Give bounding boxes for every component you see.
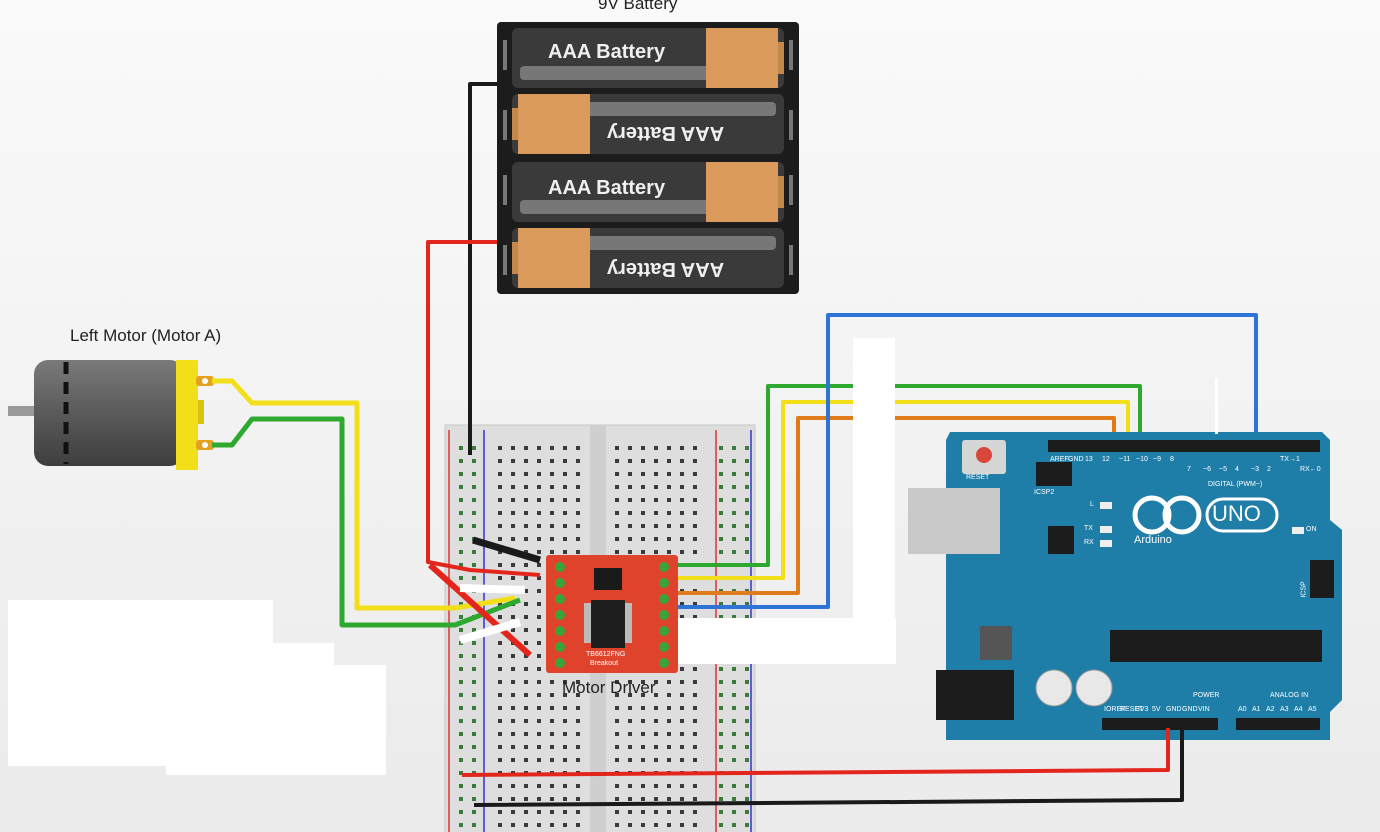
battery-cell-label: AAA Battery (548, 177, 666, 199)
pin-label: TX→1 (1280, 456, 1300, 463)
analog-pin-label: A2 (1266, 706, 1275, 713)
power-label: POWER (1193, 692, 1220, 699)
pin-label: ~10 (1136, 456, 1148, 463)
arduino-uno-board (908, 432, 1342, 740)
power-pin-label: GND (1182, 706, 1198, 713)
pin-label: 8 (1170, 456, 1174, 463)
pin-label: ~11 (1119, 456, 1131, 463)
battery-pack-label: 9V Battery (598, 0, 678, 13)
analog-pin-label: A1 (1252, 706, 1261, 713)
icsp2-label: ICSP2 (1034, 489, 1055, 496)
pin-label: RX←0 (1300, 466, 1321, 473)
analog-pin-label: A0 (1238, 706, 1247, 713)
digital-label: DIGITAL (PWM~) (1208, 481, 1263, 488)
tx-led-label: TX (1084, 525, 1093, 532)
arduino-model: UNO (1212, 501, 1261, 526)
reset-label: RESET (966, 474, 990, 481)
left-motor-label: Left Motor (Motor A) (70, 326, 222, 345)
motor-driver-label: Motor Driver (562, 678, 656, 697)
power-pin-label: GND (1166, 706, 1182, 713)
power-pin-label: 5V (1152, 706, 1161, 713)
on-label: ON (1306, 526, 1317, 533)
battery-cell-label: AAA Battery (607, 122, 725, 144)
signal-wires (678, 313, 1258, 609)
motor-wires (212, 378, 521, 628)
pin-label: ~9 (1153, 456, 1161, 463)
battery-cell-2 (512, 94, 784, 154)
driver-subtitle: Breakout (590, 660, 619, 667)
pin-label: 12 (1102, 456, 1110, 463)
battery-cell-label: AAA Battery (607, 258, 725, 280)
pin-label: 13 (1085, 456, 1093, 463)
battery-holder (497, 22, 799, 294)
motor-driver-board (546, 555, 678, 673)
pin-label: 4 (1235, 466, 1239, 473)
pin-label: GND (1068, 456, 1084, 463)
analog-pin-label: A4 (1294, 706, 1303, 713)
driver-chip-name: TB6612FNG (586, 651, 626, 658)
power-pin-label: VIN (1198, 706, 1210, 713)
battery-wires (426, 82, 542, 658)
analog-pin-label: A3 (1280, 706, 1289, 713)
pin-label: 7 (1187, 466, 1191, 473)
battery-cell-label: AAA Battery (548, 41, 666, 63)
pin-label: AREF (1050, 456, 1069, 463)
power-pin-label: IOREF (1104, 706, 1126, 713)
l-led-label: L (1090, 501, 1094, 508)
pin-label: 2 (1267, 466, 1271, 473)
rx-led-label: RX (1084, 539, 1094, 546)
pin-label: ~6 (1203, 466, 1211, 473)
power-pin-label: RESET (1120, 706, 1144, 713)
left-motor (8, 360, 214, 470)
analog-label: ANALOG IN (1270, 692, 1309, 699)
battery-cell-1 (512, 28, 784, 88)
power-pin-label: 3V3 (1136, 706, 1149, 713)
arduino-brand: Arduino (1134, 534, 1172, 546)
battery-cell-3 (512, 162, 784, 222)
analog-pin-label: A5 (1308, 706, 1317, 713)
whiteout-masks (8, 338, 1218, 775)
power-wires (461, 728, 1184, 807)
battery-cell-4 (512, 228, 784, 288)
pin-label: ~3 (1251, 466, 1259, 473)
pin-label: ~5 (1219, 466, 1227, 473)
icsp-label: ICSP (1300, 581, 1308, 598)
